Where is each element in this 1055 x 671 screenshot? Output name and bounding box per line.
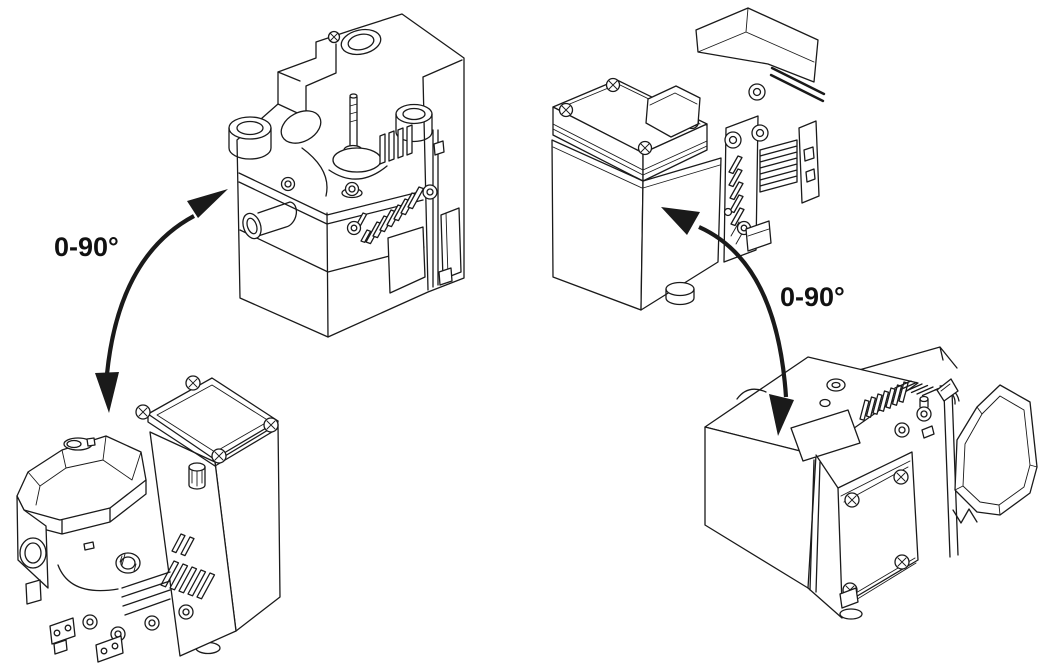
rotation-arrow-left: [95, 189, 228, 413]
rotation-angle-label-right: 0-90°: [780, 282, 845, 312]
heater-horizontal-left-view-illustration: [16, 375, 281, 663]
heater-horizontal-right-view-illustration: [704, 346, 1038, 620]
rotation-angle-label-left: 0-90°: [54, 232, 119, 262]
heater-upright-left-view-illustration: [228, 13, 465, 338]
rotation-arrow-right: [661, 207, 794, 436]
heater-upright-right-view-illustration: [551, 7, 826, 311]
